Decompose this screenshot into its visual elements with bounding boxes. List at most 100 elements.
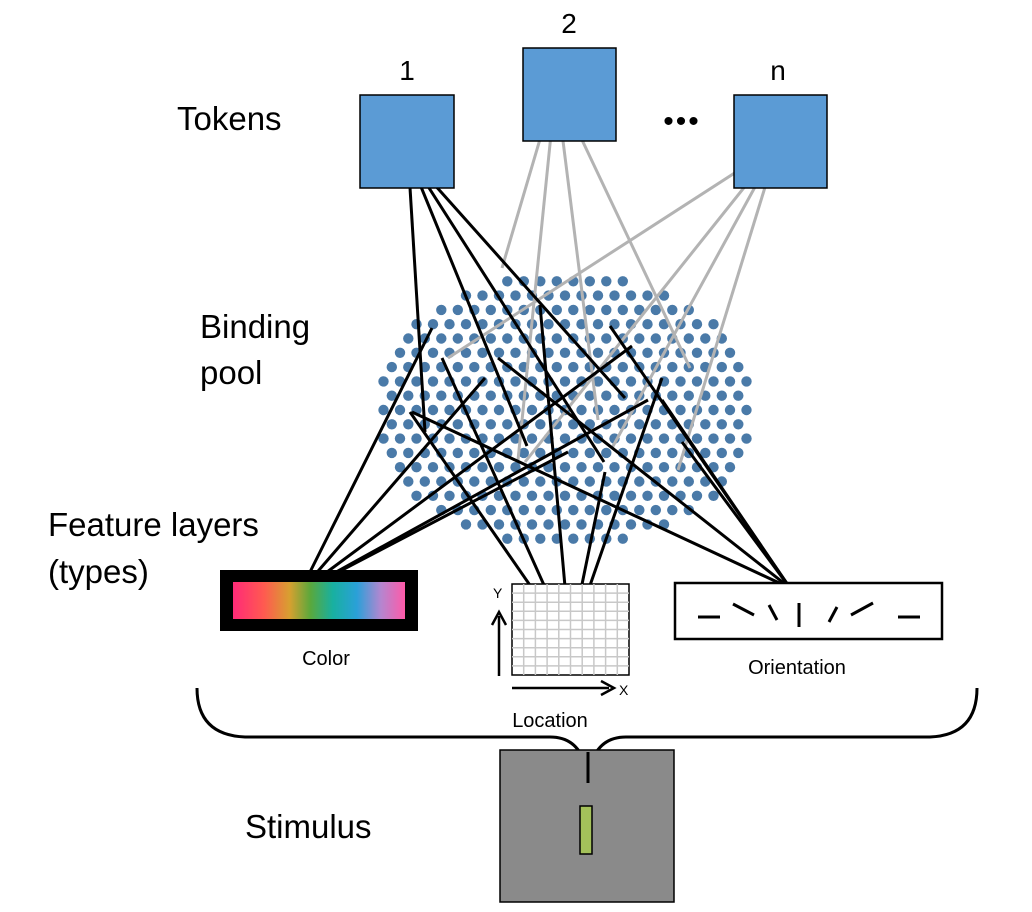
pool-node	[543, 519, 554, 530]
orientation-link	[680, 441, 792, 589]
token-2-n-links	[447, 84, 780, 471]
pool-node	[460, 376, 472, 387]
pool-node	[411, 319, 422, 330]
pool-node	[568, 504, 579, 516]
pool-node	[559, 490, 571, 501]
pool-node	[477, 290, 488, 301]
pool-node	[634, 333, 645, 344]
pool-node	[568, 419, 579, 430]
pool-node	[485, 390, 496, 401]
location-feature-map: Y X Location	[490, 583, 630, 732]
pool-node	[452, 361, 463, 373]
pool-node	[642, 462, 653, 473]
pool-node	[394, 347, 406, 358]
pool-node	[493, 462, 505, 473]
pool-node	[724, 433, 736, 444]
pool-node	[601, 276, 612, 287]
pool-node	[551, 276, 562, 287]
pool-node	[667, 304, 678, 316]
pool-node	[642, 347, 653, 358]
pool-node	[535, 504, 546, 516]
color-feature-map: Color	[220, 570, 418, 670]
pool-node	[485, 504, 496, 516]
pool-node	[502, 533, 513, 544]
pool-node	[683, 476, 694, 487]
pool-node	[642, 433, 653, 444]
pool-node	[559, 290, 571, 301]
pool-node	[477, 319, 488, 330]
pool-node	[634, 304, 645, 316]
token-1-link	[406, 154, 606, 463]
pool-node	[617, 304, 628, 316]
pool-node	[444, 490, 455, 501]
stimulus-label: Stimulus	[245, 808, 372, 845]
pool-node	[592, 376, 604, 387]
pool-node	[592, 290, 604, 301]
orientation-bar	[767, 604, 779, 621]
pool-node	[683, 333, 694, 344]
pool-node	[568, 447, 579, 459]
pool-node	[436, 390, 447, 401]
pool-node	[502, 276, 513, 287]
pool-node	[394, 433, 406, 444]
pool-node	[667, 447, 678, 459]
pool-node	[634, 419, 645, 430]
pool-node	[708, 404, 719, 416]
pool-node	[576, 462, 587, 473]
pool-node	[543, 319, 554, 330]
token-1-link	[406, 154, 627, 399]
color-link	[299, 344, 633, 594]
pool-node	[617, 276, 628, 287]
pool-node	[601, 390, 612, 401]
pool-node	[716, 390, 727, 401]
pool-node	[526, 404, 538, 416]
pool-node	[403, 419, 414, 430]
location-grid-lines	[512, 584, 629, 675]
pool-node	[559, 433, 571, 444]
pool-node	[691, 347, 703, 358]
pool-node	[526, 433, 538, 444]
orientation-bar	[850, 601, 874, 617]
pool-node	[733, 361, 744, 373]
pool-node	[551, 304, 562, 316]
pool-node	[559, 462, 571, 473]
color-link	[298, 377, 487, 593]
pool-node	[394, 404, 406, 416]
pool-node	[625, 376, 637, 387]
pool-node	[444, 319, 455, 330]
x-axis-label: X	[619, 682, 629, 698]
pool-node	[411, 462, 422, 473]
pool-node	[452, 447, 463, 459]
pool-node	[584, 276, 595, 287]
pool-node	[460, 319, 472, 330]
pool-node	[650, 504, 661, 516]
pool-node	[469, 476, 480, 487]
token-1-link	[406, 154, 427, 433]
pool-node	[642, 490, 653, 501]
orientation-bars	[698, 601, 920, 627]
y-axis-label: Y	[493, 585, 503, 601]
token-label: 1	[399, 55, 415, 86]
token-n-link	[610, 144, 780, 449]
pool-node	[526, 490, 538, 501]
orientation-feature-map: Orientation	[673, 581, 944, 679]
pool-node	[510, 490, 521, 501]
pool-node	[460, 347, 472, 358]
pool-node	[658, 490, 670, 501]
pool-node	[592, 347, 604, 358]
pool-node	[493, 404, 505, 416]
pool-node	[691, 490, 703, 501]
pool-node	[642, 319, 653, 330]
pool-node	[584, 304, 595, 316]
pool-node	[634, 476, 645, 487]
orientation-box	[673, 581, 944, 641]
pool-node	[403, 390, 414, 401]
pool-node	[708, 490, 719, 501]
pool-node	[584, 390, 595, 401]
pool-node	[394, 462, 406, 473]
stimulus-bar	[579, 805, 593, 855]
token-label: 2	[561, 8, 577, 39]
pool-node	[485, 419, 496, 430]
pool-node	[708, 433, 719, 444]
pool-node	[386, 419, 397, 430]
